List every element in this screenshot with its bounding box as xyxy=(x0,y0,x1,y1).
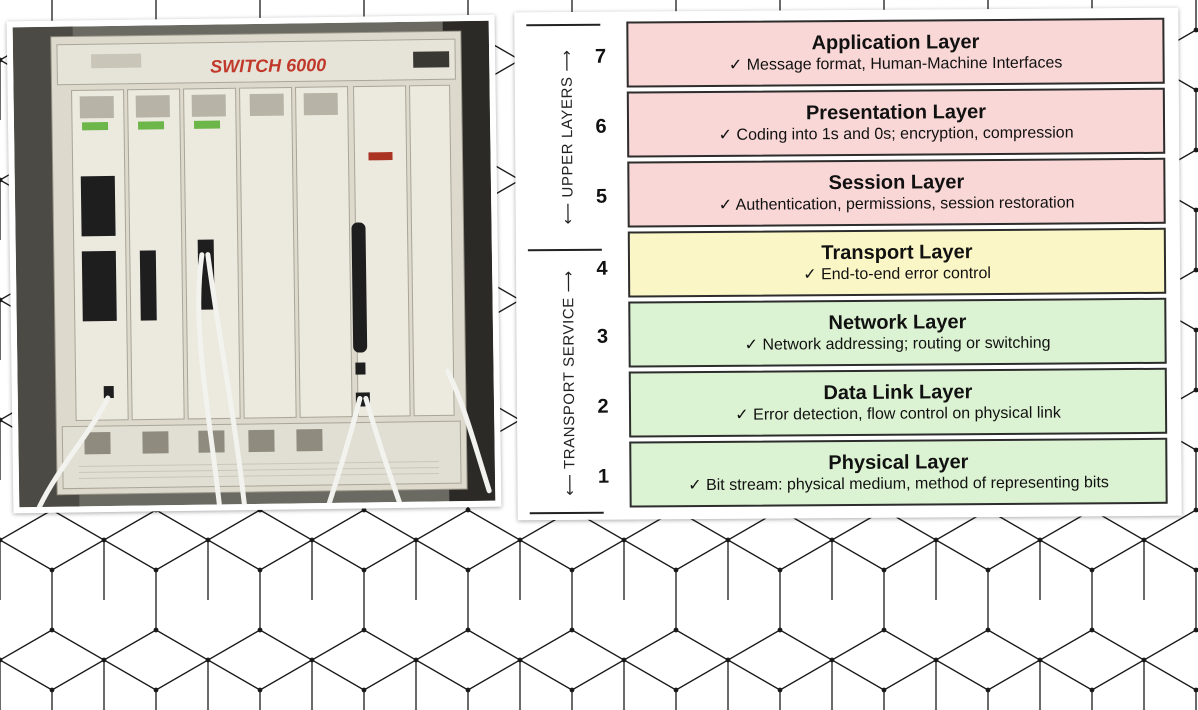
layer-description-text: Bit stream: physical medium, method of r… xyxy=(705,474,1109,494)
layer-number: 2 xyxy=(597,395,609,418)
switch-photo: SWITCH 6000 xyxy=(6,14,502,514)
layer-number: 5 xyxy=(595,185,608,208)
layer-description: ✓ End-to-end error control xyxy=(803,264,991,285)
layer-number: 6 xyxy=(595,115,607,138)
arrow-right-icon: ⟶ xyxy=(560,270,578,298)
layer-title: Data Link Layer xyxy=(823,381,973,405)
layer-description-text: End-to-end error control xyxy=(821,265,991,284)
layer-number: 1 xyxy=(597,465,610,488)
layer-title: Network Layer xyxy=(828,311,967,335)
layer-description: ✓ Coding into 1s and 0s; encryption, com… xyxy=(719,123,1074,145)
layer-title: Session Layer xyxy=(828,171,965,195)
bracket-top-line xyxy=(526,23,601,27)
layer-description: ✓ Error detection, flow control on physi… xyxy=(735,404,1061,426)
layer-box-physical: Physical Layer ✓ Bit stream: physical me… xyxy=(629,437,1168,508)
layer-number: 4 xyxy=(596,257,608,280)
transport-service-label: ⟵ TRANSPORT SERVICE ⟶ xyxy=(559,270,579,496)
layer-description-text: Authentication, permissions, session res… xyxy=(735,194,1075,214)
layer-box-network: Network Layer ✓ Network addressing; rout… xyxy=(628,297,1167,368)
osi-model-diagram: ⟵ UPPER LAYERS ⟶ ⟵ TRANSPORT SERVICE ⟶ 7… xyxy=(514,7,1182,521)
layer-description-text: Coding into 1s and 0s; encryption, compr… xyxy=(736,124,1074,144)
layer-description: ✓ Bit stream: physical medium, method of… xyxy=(688,473,1109,496)
check-icon: ✓ xyxy=(688,477,702,495)
layer-description: ✓ Authentication, permissions, session r… xyxy=(719,193,1075,215)
bracket-bottom-line xyxy=(529,511,604,515)
layer-box-session: Session Layer ✓ Authentication, permissi… xyxy=(627,157,1166,228)
check-icon: ✓ xyxy=(718,196,733,214)
check-icon: ✓ xyxy=(735,406,749,424)
layer-description-text: Error detection, flow control on physica… xyxy=(753,404,1061,424)
arrow-left-icon: ⟵ xyxy=(559,197,577,225)
layer-title: Presentation Layer xyxy=(805,101,987,125)
layer-title: Transport Layer xyxy=(821,241,973,265)
layer-description-text: Network addressing; routing or switching xyxy=(762,334,1051,354)
check-icon: ✓ xyxy=(728,56,743,74)
layer-box-application: Application Layer ✓ Message format, Huma… xyxy=(626,17,1165,88)
upper-layers-text: UPPER LAYERS xyxy=(558,76,577,198)
layer-number: 7 xyxy=(594,45,607,68)
layer-box-presentation: Presentation Layer ✓ Coding into 1s and … xyxy=(626,87,1166,158)
check-icon: ✓ xyxy=(718,126,733,144)
layer-box-data-link: Data Link Layer ✓ Error detection, flow … xyxy=(628,367,1168,438)
layer-description: ✓ Network addressing; routing or switchi… xyxy=(744,334,1051,356)
layer-number: 3 xyxy=(596,325,609,348)
layer-description: ✓ Message format, Human-Machine Interfac… xyxy=(729,53,1063,75)
arrow-right-icon: ⟶ xyxy=(558,49,576,77)
chassis-brand-label: SWITCH 6000 xyxy=(210,55,326,77)
layer-title: Physical Layer xyxy=(828,451,969,475)
transport-service-text: TRANSPORT SERVICE xyxy=(560,297,579,470)
upper-layers-label: ⟵ UPPER LAYERS ⟶ xyxy=(557,49,576,224)
layer-description-text: Message format, Human-Machine Interfaces xyxy=(746,54,1063,74)
switch-chassis-illustration: SWITCH 6000 xyxy=(12,20,496,508)
layer-title: Application Layer xyxy=(811,31,980,55)
check-icon: ✓ xyxy=(803,266,817,284)
check-icon: ✓ xyxy=(744,336,759,354)
layer-box-transport: Transport Layer ✓ End-to-end error contr… xyxy=(627,227,1167,298)
arrow-left-icon: ⟵ xyxy=(561,468,579,496)
